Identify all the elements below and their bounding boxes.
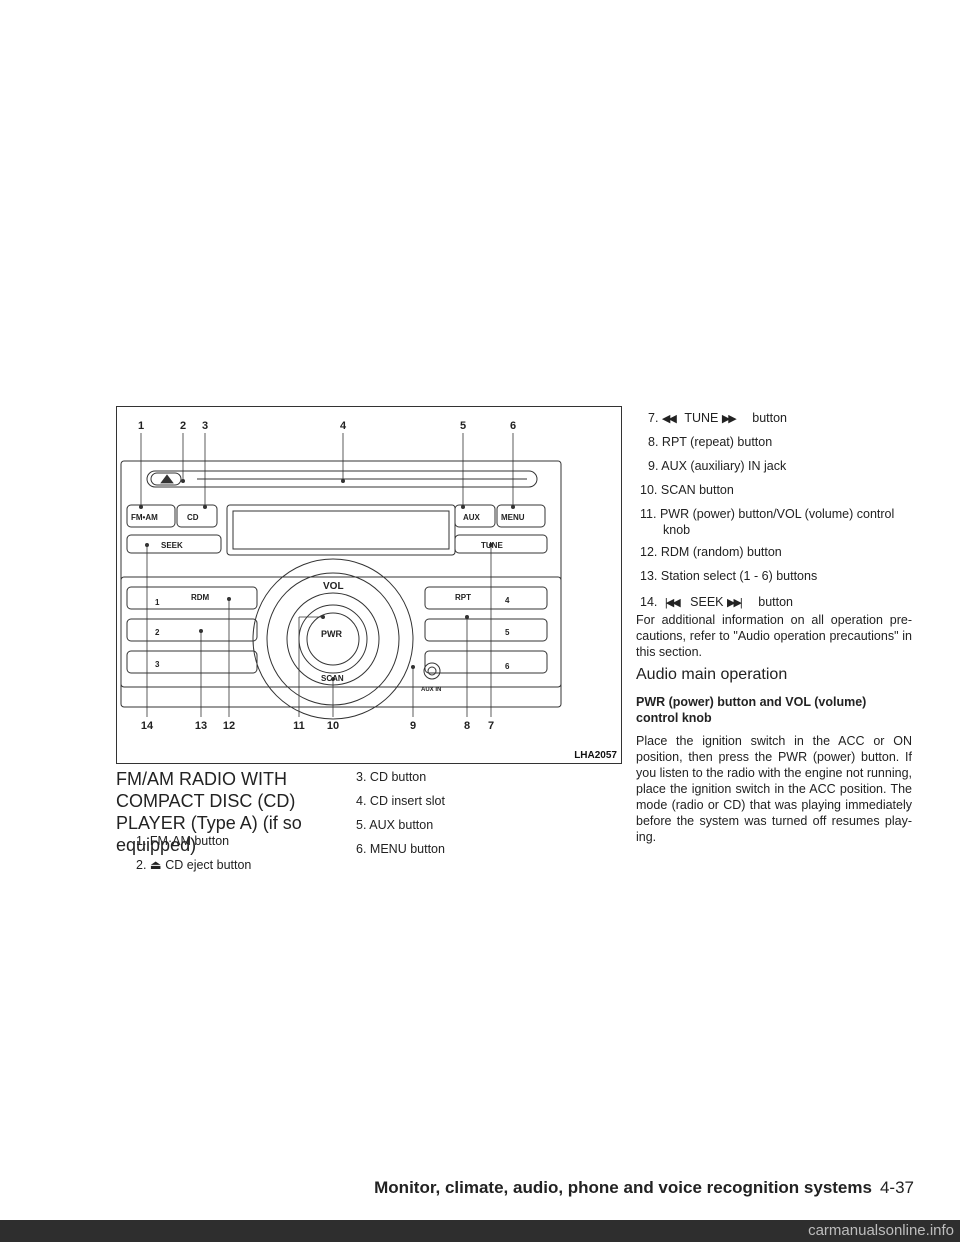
callout-13: 13 <box>195 720 207 732</box>
menu-label: MENU <box>501 513 525 522</box>
preset-1-label: 1 <box>155 598 160 607</box>
aux-label: AUX <box>463 513 481 522</box>
callout-7: 7 <box>488 720 494 732</box>
section-title: FM/AM RADIO WITH COMPACT DISC (CD) PLAYE… <box>116 769 302 855</box>
callout-12: 12 <box>223 720 235 732</box>
skip-previous-icon: |◀◀ <box>664 597 681 609</box>
list-item: 11. PWR (power) button/VOL (volume) cont… <box>640 507 895 521</box>
preset-3-label: 3 <box>155 660 160 669</box>
cd-label: CD <box>187 513 199 522</box>
callout-4: 4 <box>340 420 347 432</box>
list-item: 7. ◀◀ TUNE ▶▶ button <box>648 411 788 425</box>
page-number: 4-37 <box>879 1178 914 1197</box>
callout-5: 5 <box>460 420 466 432</box>
list-item: 2. ⏏ CD eject button <box>136 858 252 872</box>
footer-title: Monitor, climate, audio, phone and voice… <box>374 1178 872 1197</box>
preset-5-label: 5 <box>505 628 510 637</box>
callout-6: 6 <box>510 420 516 432</box>
cd-slot-outline <box>146 470 538 488</box>
callout-2: 2 <box>180 420 186 432</box>
rewind-icon: ◀◀ <box>661 413 677 425</box>
list-item: 5. AUX button <box>356 818 434 832</box>
callout-10: 10 <box>327 720 339 732</box>
callout-1: 1 <box>138 420 144 432</box>
fmam-label: FM•AM <box>131 513 158 522</box>
seek-label: SEEK <box>161 541 183 550</box>
callout-14: 14 <box>141 720 154 732</box>
eject-icon <box>160 474 174 486</box>
display-window <box>226 504 456 556</box>
list-item: 3. CD button <box>356 770 427 784</box>
radio-faceplate-illustration: 1 2 3 4 5 6 14 13 12 11 10 9 8 7 FM•AM C… <box>120 420 562 732</box>
list-item: 9. AUX (auxiliary) IN jack <box>648 459 787 473</box>
vol-label: VOL <box>323 581 344 592</box>
list-item: 14. |◀◀ SEEK ▶▶| button <box>640 595 794 609</box>
list-item: 4. CD insert slot <box>356 794 445 808</box>
aux-in-label: AUX IN <box>421 687 441 693</box>
rpt-label: RPT <box>455 593 471 602</box>
callout-3: 3 <box>202 420 208 432</box>
preset-4-label: 4 <box>505 596 510 605</box>
list-item: 12. RDM (random) button <box>640 545 782 559</box>
rdm-label: RDM <box>191 593 210 602</box>
skip-next-icon: ▶▶| <box>726 597 743 609</box>
scan-label: SCAN <box>321 674 344 683</box>
callout-11: 11 <box>293 720 305 732</box>
radio-diagram-figure: 1 2 3 4 5 6 14 13 12 11 10 9 8 7 FM•AM C… <box>116 406 622 764</box>
subsection-title: Audio main operation <box>636 666 788 683</box>
preset-6-label: 6 <box>505 662 510 671</box>
list-item-continuation: knob <box>663 523 691 537</box>
vol-knob-ring-outer <box>252 558 414 720</box>
fast-forward-icon: ▶▶ <box>721 413 737 425</box>
note-paragraph: For additional information on all operat… <box>636 613 912 659</box>
callout-8: 8 <box>464 720 470 732</box>
list-item: 10. SCAN button <box>640 483 734 497</box>
list-item: 8. RPT (repeat) button <box>648 435 773 449</box>
list-item: 6. MENU button <box>356 842 445 856</box>
eject-icon: ⏏ <box>149 858 162 872</box>
figure-id: LHA2057 <box>574 750 617 761</box>
subheading: PWR (power) button and VOL (volume) cont… <box>636 695 867 725</box>
body-paragraph: Place the ignition switch in the ACC or … <box>636 734 912 844</box>
preset-2-label: 2 <box>155 628 160 637</box>
watermark-bar: carmanualsonline.info <box>0 1220 960 1242</box>
list-item: 1. FM·AM button <box>136 834 230 848</box>
list-item: 13. Station select (1 - 6) buttons <box>640 569 818 583</box>
callout-9: 9 <box>410 720 416 732</box>
page-footer: Monitor, climate, audio, phone and voice… <box>374 1178 914 1198</box>
watermark-text: carmanualsonline.info <box>808 1222 954 1239</box>
tune-label: TUNE <box>481 541 503 550</box>
pwr-label: PWR <box>321 629 342 639</box>
